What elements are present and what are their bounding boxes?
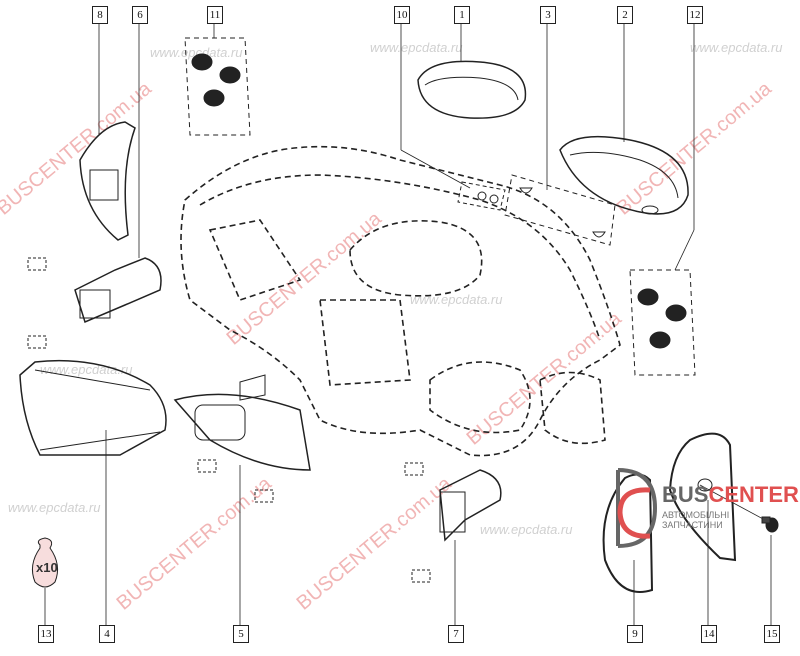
callout-12[interactable]: 12 xyxy=(687,6,703,24)
buscenter-logo: BUSCENTER АВТОМОБІЛЬНІ ЗАПЧАСТИНИ xyxy=(610,468,799,548)
logo-mark-icon xyxy=(616,468,658,548)
part-6-vent xyxy=(27,257,162,349)
part-5-vent xyxy=(173,374,311,503)
part-13-bag xyxy=(31,537,59,588)
logo-name: BUSCENTER xyxy=(662,482,799,507)
callout-11[interactable]: 11 xyxy=(207,6,223,24)
callout-3[interactable]: 3 xyxy=(540,6,556,24)
callout-10[interactable]: 10 xyxy=(394,6,410,24)
part-8-trim xyxy=(79,121,136,241)
leader-lines xyxy=(44,22,772,625)
dashboard-outline xyxy=(180,145,621,457)
logo-subtitle: АВТОМОБІЛЬНІ ЗАПЧАСТИНИ xyxy=(662,510,730,530)
callout-8[interactable]: 8 xyxy=(92,6,108,24)
callout-9[interactable]: 9 xyxy=(627,625,643,643)
part-3-clips xyxy=(504,174,616,246)
part-12-caps xyxy=(629,269,696,376)
part-11-caps xyxy=(184,37,251,136)
callout-7[interactable]: 7 xyxy=(448,625,464,643)
callout-13[interactable]: 13 xyxy=(38,625,54,643)
callout-1[interactable]: 1 xyxy=(454,6,470,24)
part-4-hood xyxy=(19,359,167,456)
part-10-clips xyxy=(457,181,506,211)
bag-quantity-label: x10 xyxy=(36,560,58,575)
callout-14[interactable]: 14 xyxy=(701,625,717,643)
callout-2[interactable]: 2 xyxy=(617,6,633,24)
part-15-screw xyxy=(761,516,779,533)
callout-4[interactable]: 4 xyxy=(99,625,115,643)
callout-5[interactable]: 5 xyxy=(233,625,249,643)
callout-15[interactable]: 15 xyxy=(764,625,780,643)
part-2-cover xyxy=(559,135,689,215)
callout-6[interactable]: 6 xyxy=(132,6,148,24)
part-1-cover xyxy=(417,60,527,119)
part-7-vent xyxy=(404,462,502,583)
part-14-trim xyxy=(668,432,737,562)
